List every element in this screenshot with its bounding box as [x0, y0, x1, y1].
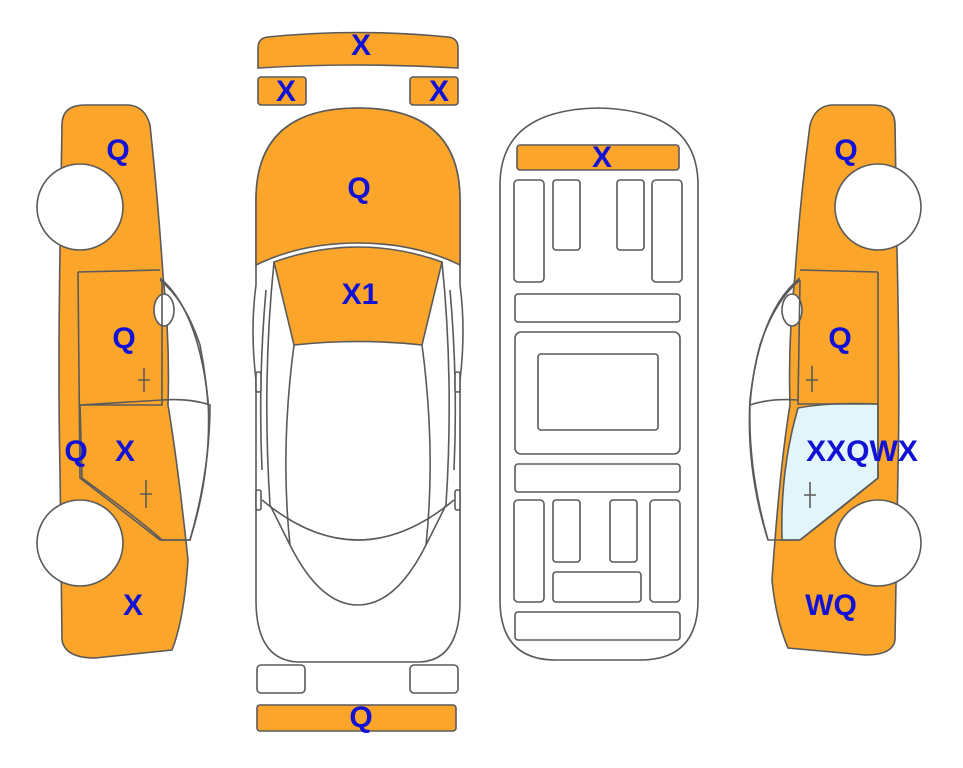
top-view: [252, 31, 464, 732]
hood-panel[interactable]: [255, 107, 461, 267]
rear-window-line: [261, 499, 455, 541]
right-door-line-a: [799, 269, 879, 273]
center-console: [537, 353, 659, 431]
left-side-glass-line: [266, 261, 291, 546]
left-rear-seatback: [552, 499, 581, 563]
right-door-line-c: [799, 272, 879, 541]
left-rear-wheel: [36, 499, 124, 587]
left-rear-seat: [513, 499, 545, 603]
right-mirror-shape: [781, 293, 803, 327]
label-left-front-fender: Q: [106, 134, 129, 167]
label-right-rear-door: XXQWX: [806, 435, 918, 468]
left-front-glass: [159, 279, 209, 406]
label-right-rear-quarter: WQ: [805, 589, 857, 622]
label-right-mirror: X: [429, 75, 449, 108]
left-side-view: [36, 104, 211, 659]
roof-outline: [285, 344, 431, 606]
damage-labels: X X X Q X1 Q X Q Q Q X X Q Q XXQWX WQ: [64, 29, 918, 734]
trunk-bar: [514, 611, 681, 641]
left-tail-light: [256, 664, 306, 694]
left-door-line-a: [77, 269, 161, 273]
left-front-seat: [513, 179, 545, 283]
right-front-seatback: [616, 179, 645, 251]
left-rear-handle: [255, 489, 262, 511]
front-bumper-panel[interactable]: [257, 31, 459, 69]
left-door-line-c: [77, 271, 161, 541]
right-rear-glass-line: [749, 398, 799, 541]
label-interior-dash: X: [592, 141, 612, 174]
dashboard-panel[interactable]: [516, 144, 680, 171]
left-mirror-panel[interactable]: [257, 76, 307, 106]
right-side-glass-line: [425, 261, 450, 546]
label-right-front-door: Q: [828, 322, 851, 355]
left-door-line-b: [80, 280, 163, 406]
right-rear-seatback: [609, 499, 638, 563]
label-hood: Q: [347, 172, 370, 205]
left-front-wheel: [36, 163, 124, 251]
label-right-front-fender: Q: [834, 134, 857, 167]
left-rear-door-handle: [140, 480, 152, 508]
left-front-seatback: [552, 179, 581, 251]
right-front-wheel: [834, 163, 922, 251]
rear-bumper-panel[interactable]: [256, 704, 457, 732]
label-front-bumper: X: [351, 29, 371, 62]
right-rear-handle: [454, 489, 461, 511]
label-left-mirror: X: [276, 75, 296, 108]
label-windshield: X1: [342, 278, 379, 311]
right-tail-light: [409, 664, 459, 694]
right-front-handle: [806, 366, 818, 392]
right-side-view: [748, 104, 922, 656]
right-door-line-b: [797, 279, 878, 405]
right-rear-wheel: [834, 499, 922, 587]
label-left-rocker: Q: [64, 435, 87, 468]
left-rear-glass: [79, 398, 211, 541]
rear-armrest: [552, 571, 642, 603]
label-left-front-door: Q: [112, 322, 135, 355]
label-left-rear-quarter: X: [123, 589, 143, 622]
right-rear-door-handle: [804, 482, 816, 508]
left-door-handle: [255, 371, 262, 393]
left-mirror-shape: [153, 293, 175, 327]
interior-view: [499, 107, 699, 661]
right-door-handle: [454, 371, 461, 393]
mid-bar: [514, 463, 681, 493]
right-mirror-panel[interactable]: [409, 76, 459, 106]
right-front-seat: [651, 179, 683, 283]
right-rear-seat: [649, 499, 681, 603]
left-front-handle: [138, 368, 150, 392]
front-console: [514, 293, 681, 323]
right-front-glass: [749, 279, 801, 406]
label-left-rear-door: X: [115, 435, 135, 468]
label-rear-bumper: Q: [349, 701, 372, 734]
